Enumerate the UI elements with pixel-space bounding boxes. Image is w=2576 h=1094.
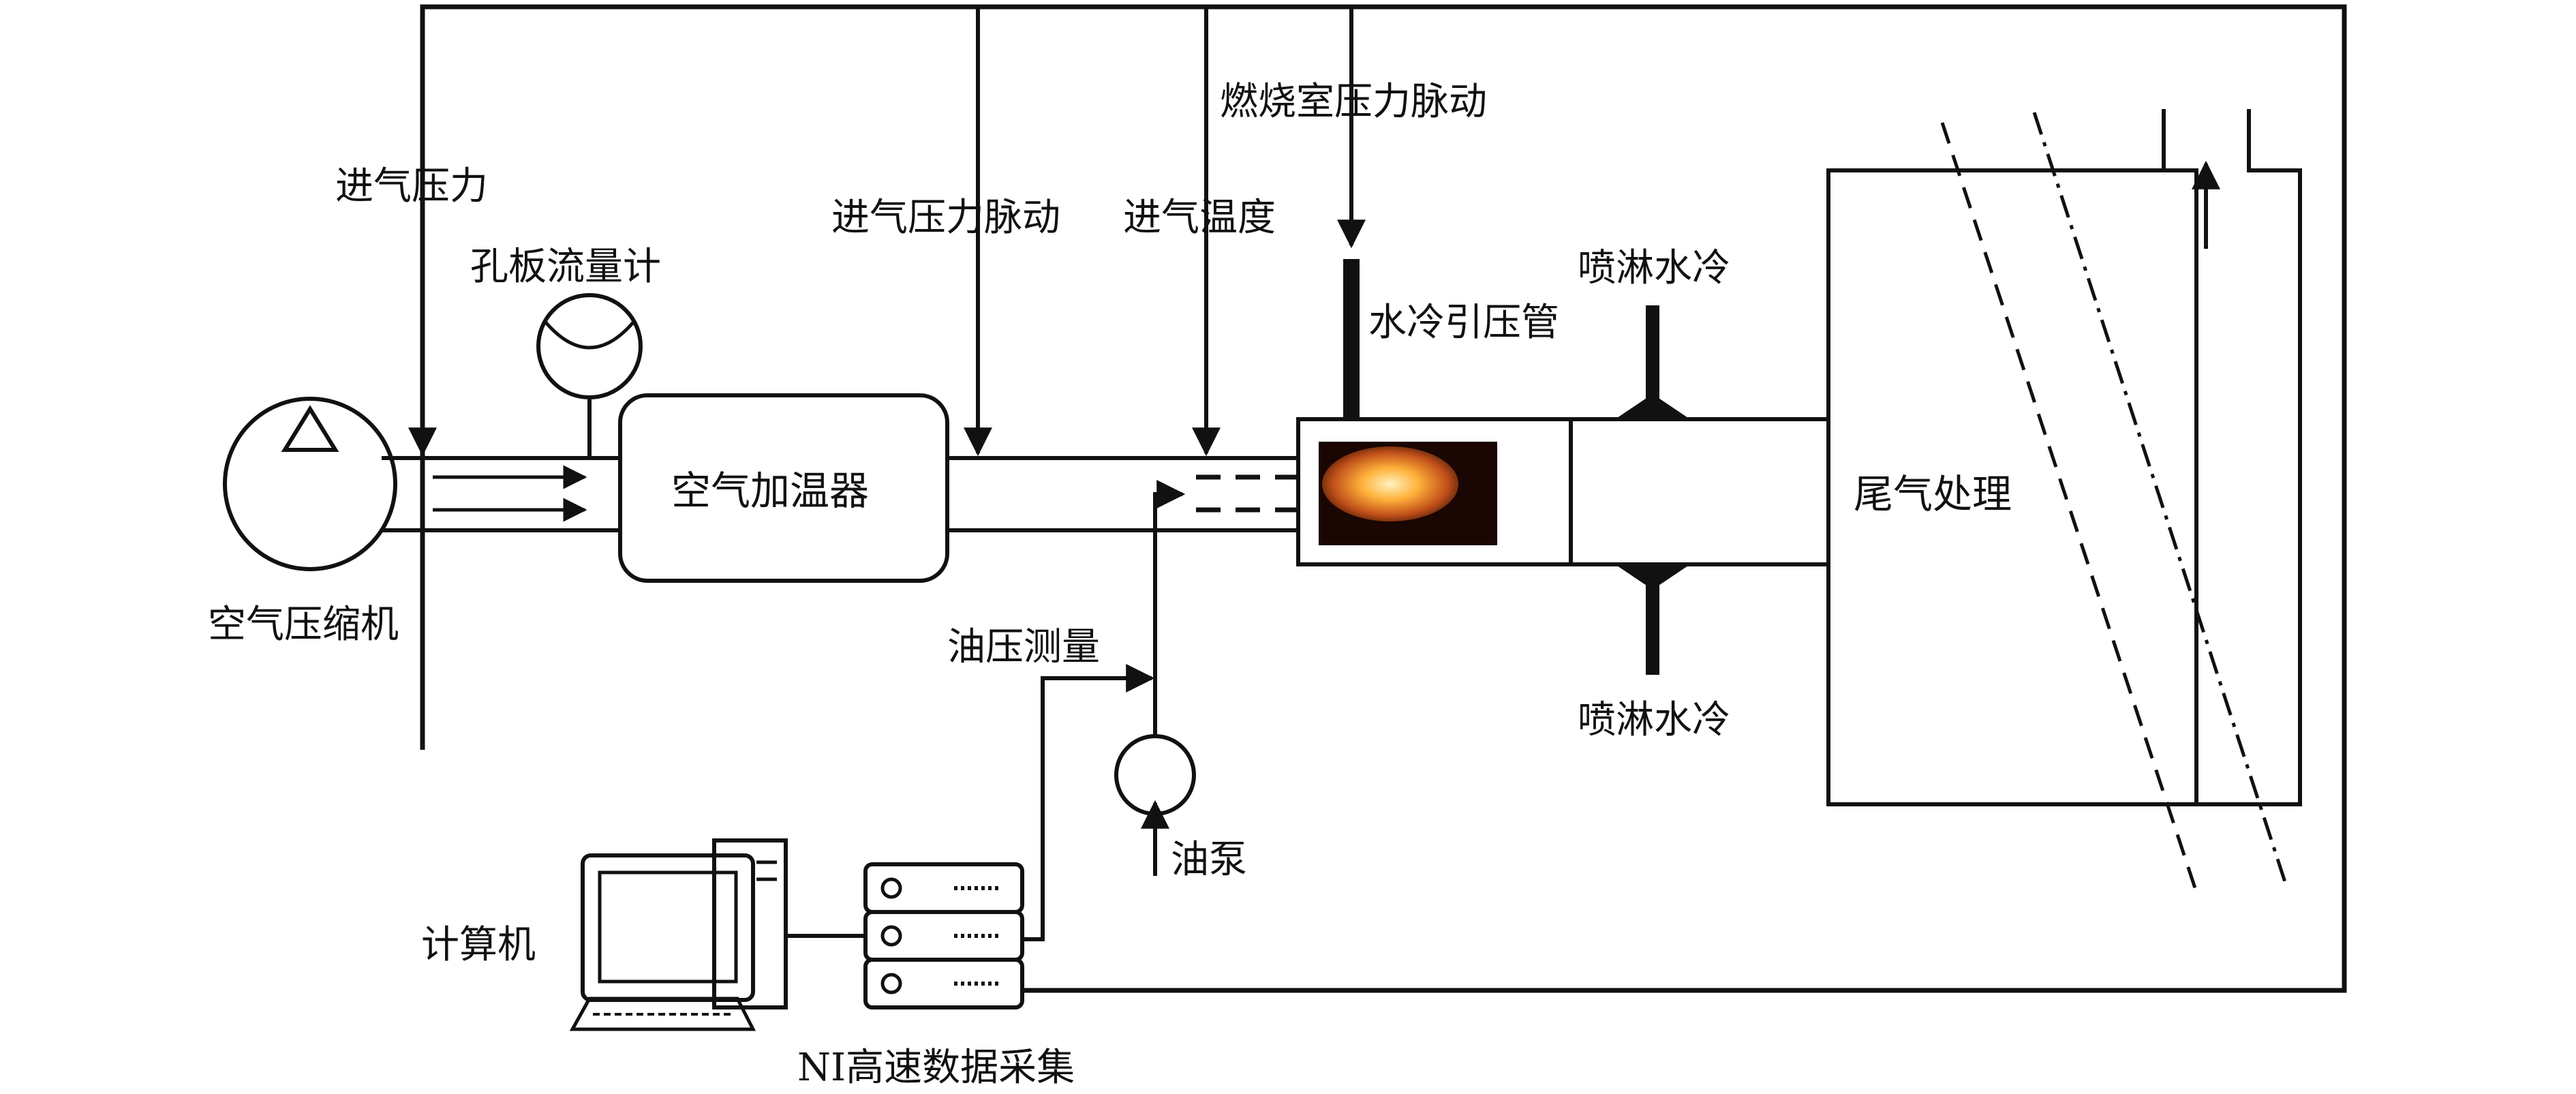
label-ni-daq: NI高速数据采集 <box>797 1046 1075 1090</box>
label-spray-cooling-bottom: 喷淋水冷 <box>1578 698 1730 742</box>
exhaust-treatment-box <box>1826 168 2198 806</box>
air-heater-box <box>618 393 949 583</box>
label-oil-pressure: 油压测量 <box>947 625 1100 669</box>
label-computer: 计算机 <box>421 923 536 967</box>
computer-icon <box>569 838 788 1031</box>
label-spray-cooling-top: 喷淋水冷 <box>1578 246 1730 290</box>
label-water-cooled-tube: 水冷引压管 <box>1368 301 1559 345</box>
chimney-outline <box>2051 109 2302 806</box>
label-inlet-pressure: 进气压力 <box>335 164 488 209</box>
spray-nozzle-top <box>1615 305 1690 419</box>
label-inlet-pressure-pulse: 进气压力脉动 <box>831 196 1060 240</box>
pump-icon <box>1114 734 1196 816</box>
server-icon <box>863 862 1024 1009</box>
label-chamber-pressure-pulse: 燃烧室压力脉动 <box>1220 80 1487 124</box>
oil-pressure-line <box>1022 664 1155 941</box>
label-inlet-temperature: 进气温度 <box>1123 196 1276 240</box>
label-oil-pump: 油泵 <box>1171 838 1247 882</box>
label-orifice-meter: 孔板流量计 <box>470 245 661 289</box>
label-exhaust-treatment: 尾气处理 <box>1854 471 2012 517</box>
label-air-compressor: 空气压缩机 <box>208 603 399 647</box>
spray-nozzle-bottom <box>1615 564 1690 675</box>
flow-meter-icon <box>536 293 643 458</box>
fuel-supply-line <box>1153 480 1186 736</box>
flame-icon <box>1322 446 1458 521</box>
fuel-nozzle-dashed <box>1196 474 1298 513</box>
label-air-heater: 空气加温器 <box>671 468 869 514</box>
compressor-icon <box>223 397 397 571</box>
exhaust-dashdot-line <box>2032 112 2288 887</box>
cooling-section-box <box>1569 417 1830 566</box>
